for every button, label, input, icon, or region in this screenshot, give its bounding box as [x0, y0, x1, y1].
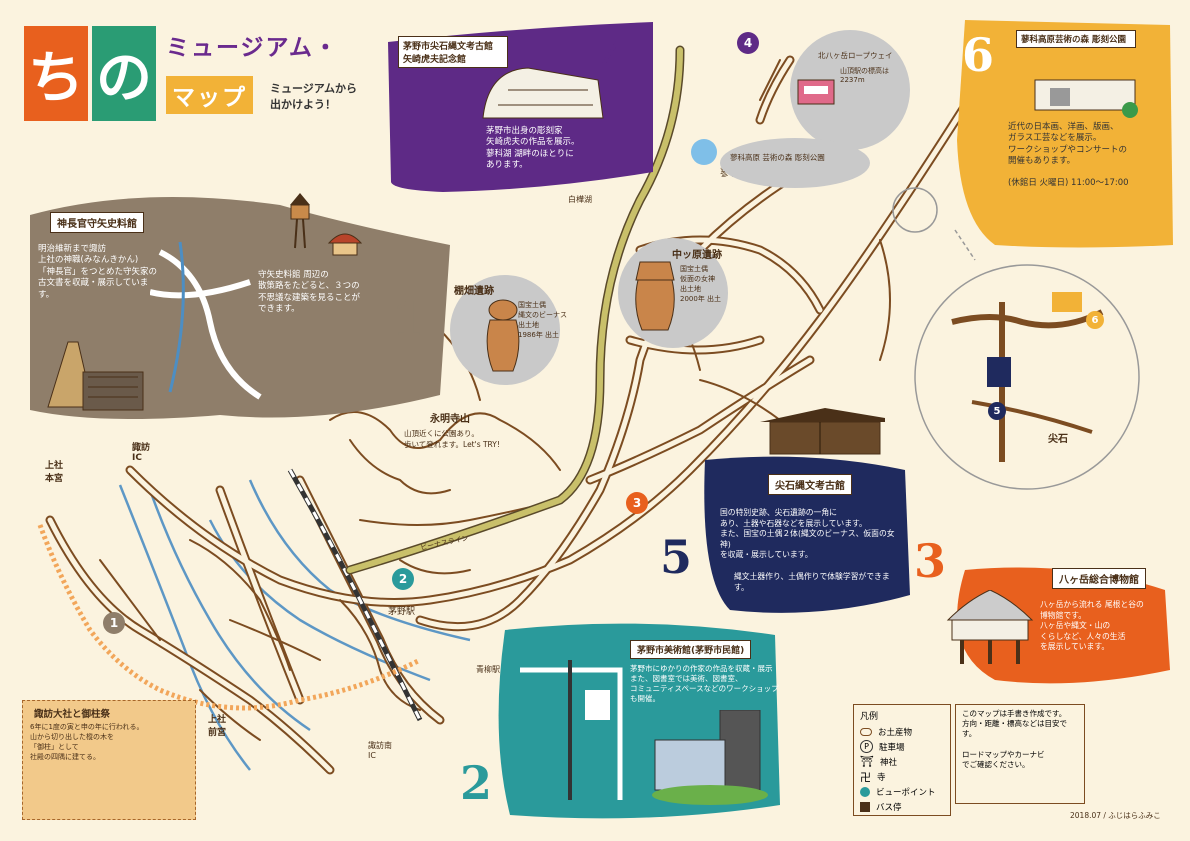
- label-chino-station: 茅野駅: [388, 607, 416, 617]
- panel-6-bg: [957, 20, 1173, 248]
- teahouse-icon: [327, 233, 363, 256]
- panel-1-building-illustration: [47, 341, 144, 411]
- label-tanabatake-note: 国宝土偶 縄文のビーナス 出土地 1986年 出土: [518, 301, 567, 339]
- art-forest-callout: [720, 138, 870, 188]
- label-onbashira: 諏訪大社と御柱祭: [34, 709, 111, 720]
- ropeway-station-icon: [797, 79, 835, 105]
- panel-3-bg: [957, 567, 1170, 684]
- label-kamisha-maemiya: 上社 前宮: [208, 715, 227, 738]
- mask-goddess-dogu-icon: [635, 261, 675, 331]
- panel-5-note: 縄文土器作り、土偶作りで体験学習ができます。: [734, 572, 890, 592]
- label-eimeiji-note: 山頂近くに公園あり。 歩いて登れます。Let's TRY!: [404, 429, 500, 449]
- marker-2[interactable]: 2: [392, 568, 414, 590]
- legend-label: 神社: [879, 757, 897, 768]
- label-art-forest: 蓼科高原 芸術の森 彫刻公園: [730, 153, 825, 162]
- panel-1-title: 神長官守矢史料館: [50, 212, 144, 233]
- title-line-1: ミュージアム・: [166, 35, 339, 61]
- shrine-icon: ⛩: [860, 755, 874, 768]
- label-nakappara: 中ッ原遺跡: [672, 250, 722, 261]
- subtitle-line-1: ミュージアムから: [270, 82, 358, 95]
- panel-1-number: 1: [392, 292, 425, 346]
- panel-3-number: 3: [914, 534, 947, 588]
- treehouse-icon: [290, 193, 310, 249]
- legend-row-temple: 卍寺: [860, 769, 944, 784]
- panel-2-building-illustration: [652, 710, 768, 805]
- label-nakappara-note: 国宝土偶 仮面の女神 出土地 2000年 出土: [680, 265, 722, 303]
- title-line-2: マップ: [166, 76, 253, 114]
- subtitle-line-2: 出かけよう！: [270, 98, 336, 111]
- legend-box: 凡例 お土産物 P 駐車場 ⛩ 神社 卍寺 ビューポイント バス停: [853, 704, 951, 816]
- panel-5-building-illustration: [760, 408, 885, 455]
- legend-row-viewpoint: ビューポイント: [860, 784, 944, 799]
- temple-icon: 卍: [860, 770, 871, 784]
- credit-text: 2018.07 / ふじはらふみこ: [1070, 811, 1161, 820]
- title-tile-no: の: [92, 26, 156, 121]
- panel-2-minimap: [520, 660, 623, 800]
- marker-3[interactable]: 3: [626, 492, 648, 514]
- venus-dogu-icon: [486, 299, 520, 372]
- legend-label: 寺: [877, 772, 886, 783]
- legend-row-shrine: ⛩ 神社: [860, 754, 944, 769]
- panel-2-number: 2: [460, 756, 493, 810]
- marker-4[interactable]: 4: [737, 32, 759, 54]
- parking-icon: P: [860, 740, 873, 753]
- panel-3-text: 八ヶ岳から流れる 尾根と谷の 博物館です。 八ヶ岳や縄文・山の くらしなど、人々…: [1040, 600, 1144, 652]
- bus-stop-icon: [860, 801, 870, 812]
- onbashira-route: [37, 524, 422, 711]
- label-ropeway: 北八ヶ岳ロープウェイ: [818, 51, 893, 60]
- label-shirakaba-lake: 白樺湖: [568, 195, 592, 204]
- viewpoint-icon: [860, 786, 870, 797]
- marker-1[interactable]: 1: [103, 612, 125, 634]
- panel-6-text: 近代の日本画、洋画、版画、 ガラス工芸などを展示。 ワークショップやコンサートの…: [1008, 122, 1128, 167]
- panel-4-title: 茅野市尖石縄文考古館 矢崎虎夫記念館: [398, 36, 508, 68]
- legend-label: お土産物: [878, 727, 913, 738]
- panel-3-title: 八ヶ岳総合博物館: [1052, 568, 1146, 589]
- legend-label: ビューポイント: [876, 787, 936, 798]
- label-tanabatake: 棚畑遺跡: [454, 286, 494, 297]
- panel-4-number: 4: [600, 32, 633, 86]
- title-tile-chi: ち: [24, 26, 88, 121]
- label-eimeiji: 永明寺山: [430, 414, 470, 425]
- panel-5-bg: [704, 456, 910, 613]
- label-suwa-ic: 諏訪 IC: [132, 443, 151, 463]
- legend-label: 駐車場: [879, 742, 905, 753]
- panel-1-minimap: [150, 241, 262, 400]
- legend-title: 凡例: [860, 712, 879, 722]
- panel-1-text: 明治維新まで諏訪 上社の神職(みなんきかん) 「神長官」をつとめた守矢家の 古文…: [38, 244, 158, 300]
- panel-5-number: 5: [660, 530, 693, 584]
- label-kamisha-hongu: 上社 本宮: [45, 461, 64, 484]
- legend-note: このマップは手書き作成です。 方向・距離・標高などは目安です。 ロードマップやカ…: [962, 709, 1067, 769]
- legend-row-bus: バス停: [860, 799, 944, 814]
- togariishi-label: 尖石: [1048, 434, 1068, 445]
- label-suwa-minami-ic: 諏訪南 IC: [368, 741, 392, 760]
- panel-5-text: 国の特別史跡、尖石遺跡の一角に あり、土器や石器などを展示しています。 また、国…: [720, 508, 895, 560]
- marker-6-detail[interactable]: 6: [1086, 311, 1104, 329]
- panel-2-title: 茅野市美術館(茅野市民館): [630, 640, 752, 659]
- panel-4-building-illustration: [482, 67, 604, 119]
- legend-row-shop: お土産物: [860, 724, 944, 739]
- togariishi-detail-circle: [914, 264, 1140, 490]
- panel-3-building-illustration: [946, 590, 1034, 664]
- tateshina-lake: [691, 139, 717, 165]
- panel-6-title: 蓼科高原芸術の森 彫刻公園: [1016, 30, 1136, 48]
- label-aoyagi-station: 青柳駅: [476, 665, 500, 674]
- legend-note-box: このマップは手書き作成です。 方向・距離・標高などは目安です。 ロードマップやカ…: [955, 704, 1085, 804]
- panel-6-building-illustration: [1034, 79, 1138, 118]
- panel-6-number: 6: [962, 28, 995, 82]
- panel-2-text: 茅野市にゆかりの作家の作品を収蔵・展示 また、図書室では美術、図書室、 コミュニ…: [630, 664, 779, 704]
- panel-5-title: 尖石縄文考古館: [768, 474, 852, 495]
- panel-1-note: 守矢史料館 周辺の 散策路をたどると、３つの 不思議な建築を見ることが できます…: [258, 270, 361, 315]
- label-onbashira-note: 6年に1度の寅と申の年に行われる。 山から切り出した樅の木を 「御柱」として 社…: [30, 723, 144, 761]
- label-ropeway-note: 山頂駅の標高は 2237m: [840, 67, 889, 84]
- legend-label: バス停: [876, 802, 902, 813]
- panel-6-note: (休館日 火曜日) 11:00〜17:00: [1008, 178, 1129, 188]
- railway: [287, 468, 423, 722]
- marker-5-detail[interactable]: 5: [988, 402, 1006, 420]
- legend-row-parking: P 駐車場: [860, 739, 944, 754]
- onbashira-info-box: [22, 700, 196, 820]
- shop-icon: [860, 727, 872, 736]
- panel-4-text: 茅野市出身の彫刻家 矢崎虎夫の作品を展示。 蓼科湖 湖畔のほとりに あります。: [486, 126, 580, 171]
